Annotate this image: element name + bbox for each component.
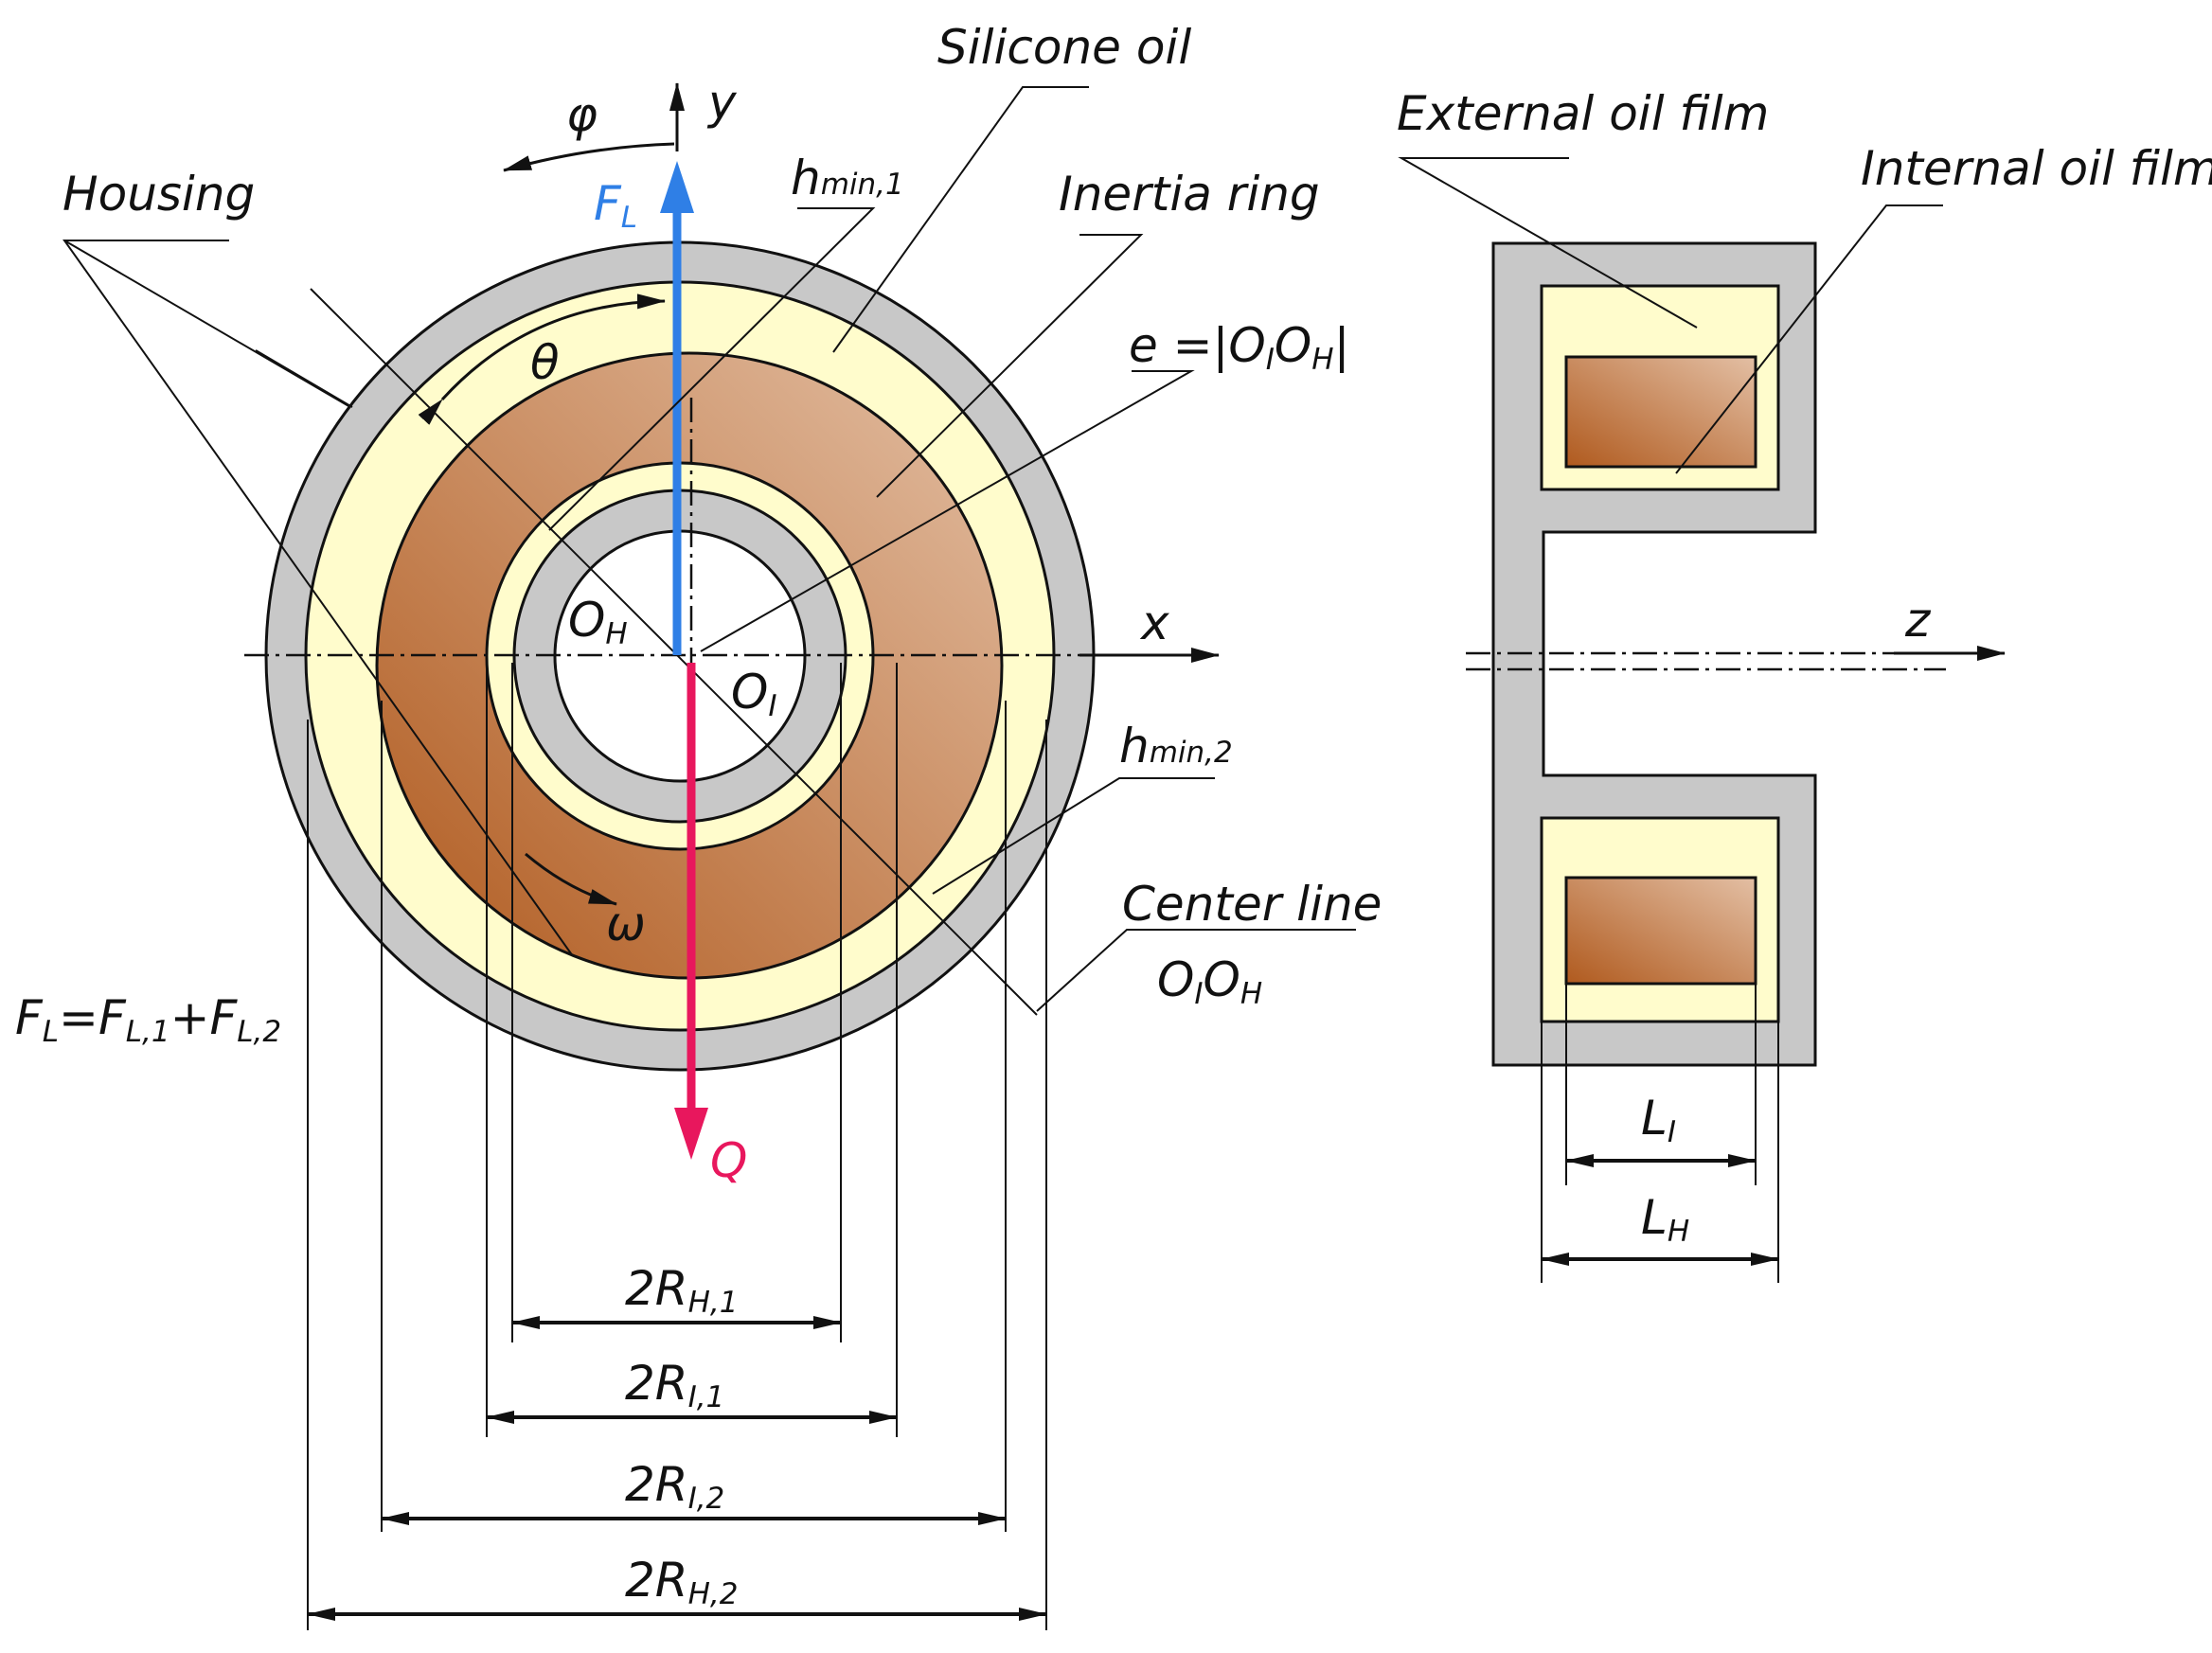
inertia-ring-lower bbox=[1564, 876, 1757, 986]
phi-label: φ bbox=[566, 87, 598, 142]
theta-angle-arrow bbox=[418, 293, 666, 425]
hmin2-leader bbox=[932, 777, 1215, 895]
housing-leader-2 bbox=[63, 240, 351, 408]
hmin2-label: hmin,2 bbox=[1119, 719, 1233, 773]
y-axis-label: y bbox=[706, 75, 738, 130]
lift-force-label: FL bbox=[594, 176, 637, 235]
silicone-oil-leader bbox=[832, 86, 1089, 353]
lift-force-arrowhead bbox=[660, 161, 694, 213]
leader-lines bbox=[62, 86, 1356, 1012]
weight-force-arrowhead bbox=[674, 1108, 708, 1160]
omega-rotation-arrow bbox=[525, 852, 617, 906]
phi-rotation-arrow bbox=[503, 142, 675, 172]
inertia-ring-label: Inertia ring bbox=[1059, 167, 1320, 222]
housing-label: Housing bbox=[62, 167, 255, 222]
inertia-ring-upper bbox=[1564, 355, 1757, 469]
side-section bbox=[1398, 157, 2006, 1283]
eccentricity-label: e =|OIOH| bbox=[1129, 318, 1349, 377]
dim-label-li: LI bbox=[1641, 1091, 1676, 1149]
dim-label-2ri2: 2RI,2 bbox=[625, 1457, 724, 1516]
dim-label-2rh1: 2RH,1 bbox=[625, 1261, 738, 1320]
external-oil-film-label: External oil film bbox=[1397, 86, 1769, 141]
center-line-leader bbox=[1036, 929, 1356, 1012]
center-line-label: Center line bbox=[1122, 877, 1382, 932]
oh-label: OH bbox=[568, 593, 628, 651]
z-axis-label: z bbox=[1904, 593, 1932, 648]
internal-oil-film-label: Internal oil film bbox=[1861, 141, 2212, 196]
hmin1-leader bbox=[548, 207, 876, 531]
dim-label-lh: LH bbox=[1641, 1190, 1689, 1249]
force-equation: FL=FL,1+FL,2 bbox=[15, 990, 281, 1049]
theta-label: θ bbox=[530, 335, 560, 390]
silicone-oil-label: Silicone oil bbox=[937, 20, 1191, 75]
center-line-name: OIOH bbox=[1157, 952, 1262, 1011]
dim-label-2rh2: 2RH,2 bbox=[625, 1553, 738, 1611]
x-axis-label: x bbox=[1139, 595, 1169, 650]
side-dimension-extensions bbox=[1541, 985, 1779, 1283]
cross-section bbox=[62, 82, 1356, 1630]
housing-leader-3 bbox=[255, 349, 353, 408]
omega-label: ω bbox=[606, 897, 646, 951]
dimension-extension-lines bbox=[307, 663, 1047, 1630]
side-leader-lines bbox=[1398, 157, 1943, 474]
weight-force-label: Q bbox=[710, 1133, 747, 1188]
eccentricity-leader bbox=[700, 370, 1195, 652]
oi-label: OI bbox=[731, 665, 777, 723]
dim-label-2ri1: 2RI,1 bbox=[625, 1356, 724, 1414]
labels: Silicone oil Housing Inertia ring Extern… bbox=[15, 20, 2212, 1611]
hmin1-label: hmin,1 bbox=[791, 151, 904, 205]
inertia-ring-leader bbox=[876, 234, 1144, 498]
